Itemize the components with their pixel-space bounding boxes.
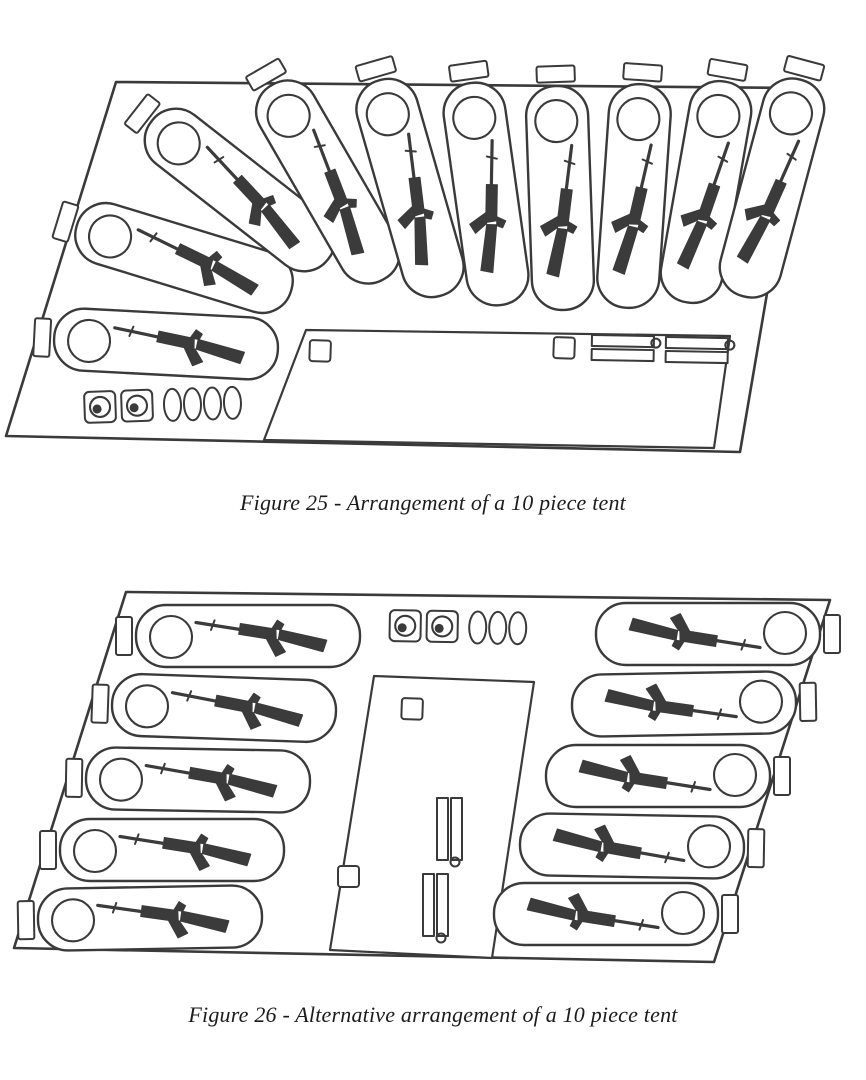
bottle-icon	[162, 387, 183, 423]
sleeping-bag	[517, 811, 767, 881]
sleeping-bag	[522, 63, 597, 313]
sleeping-bag	[544, 743, 792, 809]
cup-icon	[388, 608, 423, 643]
sleeping-bag	[492, 881, 740, 947]
sleeping-bag	[38, 817, 286, 883]
cup-and-bottle-rack	[82, 385, 243, 425]
stove-icon	[552, 336, 576, 360]
cup-icon	[119, 388, 155, 423]
figure-25-diagram	[4, 50, 838, 454]
sleeping-bag	[594, 601, 842, 667]
equipment-groundsheet	[262, 328, 736, 450]
sleeping-bag	[30, 304, 282, 383]
figure-26-caption: Figure 26 - Alternative arrangement of a…	[188, 1002, 678, 1027]
figure-25-caption: Figure 25 - Arrangement of a 10 piece te…	[240, 490, 626, 515]
sleeping-bag-row-left	[15, 603, 362, 953]
figure-26-diagram	[12, 590, 842, 964]
equipment-groundsheet	[328, 674, 536, 960]
stove-icon	[308, 339, 332, 363]
cup-icon	[82, 389, 118, 425]
sleeping-bag	[63, 745, 313, 815]
bottle-icon	[182, 386, 203, 422]
stove-icon	[400, 697, 424, 721]
cup-and-bottle-rack	[388, 608, 528, 646]
bottle-icon	[467, 610, 488, 645]
sleeping-bag	[569, 669, 819, 739]
sleeping-bag	[89, 670, 339, 745]
tent-outline	[12, 590, 832, 964]
sleeping-bag	[114, 603, 362, 669]
bottle-icon	[222, 385, 243, 421]
cup-icon	[425, 609, 460, 644]
stove-icon	[337, 865, 360, 888]
sleeping-bag-row-right	[492, 601, 842, 947]
bottle-icon	[487, 610, 508, 646]
bottle-icon	[202, 386, 223, 421]
sleeping-bag	[15, 883, 265, 953]
bottle-icon	[507, 611, 528, 646]
